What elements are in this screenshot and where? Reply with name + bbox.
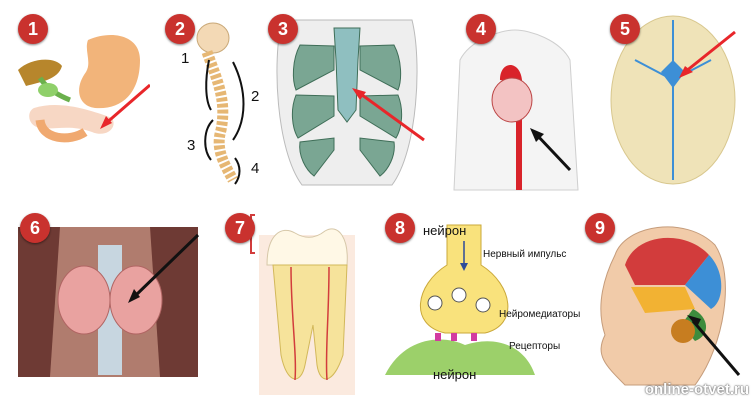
panel-number-badge: 1 bbox=[18, 14, 48, 44]
ribcage-icon bbox=[276, 19, 425, 186]
panel-number-badge: 7 bbox=[225, 213, 255, 243]
label-mediators: Нейромедиаторы bbox=[499, 309, 581, 320]
panel-4-aorta: 4 bbox=[440, 0, 590, 200]
panel-number-badge: 5 bbox=[610, 14, 640, 44]
thyroid-icon bbox=[18, 227, 200, 377]
aorta-icon bbox=[453, 29, 579, 191]
label-neuron-top: нейрон bbox=[423, 223, 467, 238]
panel-number-badge: 2 bbox=[165, 14, 195, 44]
panel-5-skull: 5 bbox=[595, 0, 755, 200]
panel-1-pancreas: 1 bbox=[0, 0, 150, 200]
spine-label-3: 3 bbox=[187, 137, 196, 154]
synapse-icon bbox=[385, 224, 535, 375]
panel-8-synapse: 8 нейрон Нервный импульс Нейромедиаторы … bbox=[385, 205, 580, 400]
panel-6-thyroid: 6 bbox=[0, 205, 215, 400]
watermark-text: online-otvet.ru bbox=[644, 381, 749, 398]
label-neuron-bottom: нейрон bbox=[433, 367, 477, 382]
spine-label-4: 4 bbox=[251, 160, 260, 177]
panel-number-badge: 9 bbox=[585, 213, 615, 243]
spine-label-1: 1 bbox=[181, 50, 190, 67]
panel-number-badge: 4 bbox=[466, 14, 496, 44]
label-receptors: Рецепторы bbox=[509, 341, 561, 352]
panel-number-badge: 6 bbox=[20, 213, 50, 243]
panel-9-brain: 9 bbox=[585, 205, 755, 400]
panel-number-badge: 8 bbox=[385, 213, 415, 243]
panel-7-tooth: 7 bbox=[225, 205, 360, 400]
skull-top-icon bbox=[610, 15, 736, 185]
tooth-icon bbox=[250, 214, 355, 395]
panel-2-spine: 2 1 2 3 4 bbox=[155, 0, 275, 200]
spine-label-2: 2 bbox=[251, 88, 260, 105]
panel-number-badge: 3 bbox=[268, 14, 298, 44]
spine-icon bbox=[196, 22, 245, 185]
brain-icon bbox=[600, 226, 741, 386]
pancreas-icon bbox=[18, 34, 150, 143]
panel-3-ribcage: 3 bbox=[262, 0, 432, 200]
label-impulse: Нервный импульс bbox=[483, 249, 567, 260]
